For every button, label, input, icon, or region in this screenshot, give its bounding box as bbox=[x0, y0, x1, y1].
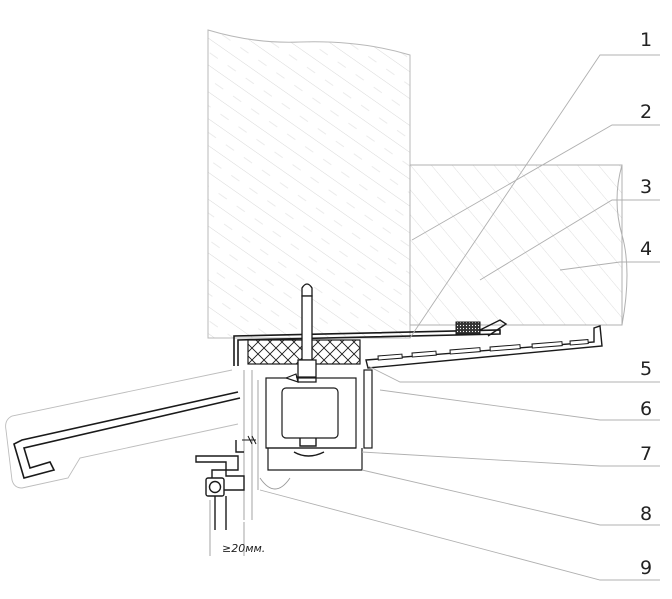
ebb-screw bbox=[284, 373, 316, 383]
callout-4: 4 bbox=[640, 238, 652, 260]
dimension-lines bbox=[209, 500, 245, 556]
callout-numbers: 1 2 3 4 5 6 7 8 9 bbox=[640, 29, 652, 579]
sill-perforations bbox=[377, 339, 589, 361]
dimension-label: ≥20мм. bbox=[222, 542, 265, 555]
callout-8: 8 bbox=[640, 503, 652, 525]
mounting-bracket bbox=[195, 435, 257, 530]
callout-6: 6 bbox=[640, 398, 652, 420]
slab-wavy-edge bbox=[616, 164, 628, 326]
callout-2: 2 bbox=[640, 101, 652, 123]
board-bend bbox=[479, 319, 508, 337]
exterior-ebb bbox=[13, 391, 241, 479]
plaster-slab bbox=[409, 164, 623, 326]
callout-7: 7 bbox=[640, 443, 652, 465]
ebb-light-outline bbox=[5, 369, 239, 489]
wall-block bbox=[207, 29, 411, 339]
window-board bbox=[233, 329, 501, 366]
sill-insert bbox=[365, 325, 603, 369]
callout-9: 9 bbox=[640, 557, 652, 579]
frame-light-lines bbox=[243, 370, 291, 520]
callout-3: 3 bbox=[640, 176, 652, 198]
window-frame-profile bbox=[265, 369, 373, 471]
callout-1: 1 bbox=[640, 29, 652, 51]
callout-5: 5 bbox=[640, 358, 652, 380]
seal-strip bbox=[455, 321, 481, 335]
leader-lines bbox=[259, 54, 660, 581]
